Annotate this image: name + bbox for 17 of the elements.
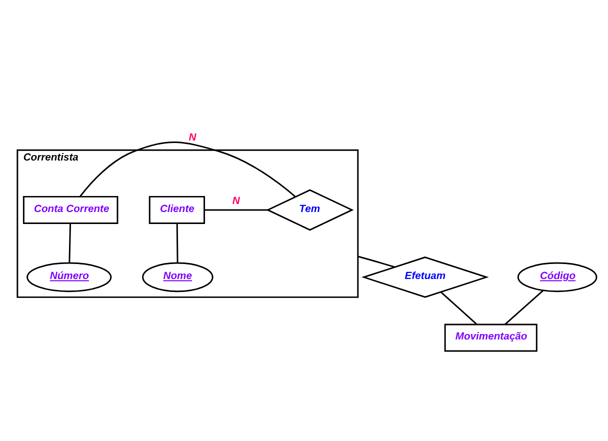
node-ellipse: Código bbox=[517, 262, 598, 292]
edge-label: N bbox=[232, 196, 240, 208]
node-diamond: Efetuam bbox=[361, 256, 489, 298]
connector bbox=[358, 256, 396, 268]
connector bbox=[68, 223, 72, 263]
edge-label: N bbox=[188, 132, 196, 144]
connector bbox=[504, 290, 544, 325]
connector bbox=[80, 142, 296, 198]
connector bbox=[440, 292, 478, 325]
node-box: Cliente bbox=[148, 196, 206, 224]
node-ellipse: Nome bbox=[142, 262, 214, 292]
node-diamond: Tem bbox=[266, 189, 354, 231]
connector bbox=[176, 223, 178, 263]
connector bbox=[204, 209, 268, 211]
node-box: Movimentação bbox=[444, 324, 538, 352]
node-ellipse: Número bbox=[26, 262, 112, 292]
node-box: Conta Corrente bbox=[22, 196, 118, 224]
